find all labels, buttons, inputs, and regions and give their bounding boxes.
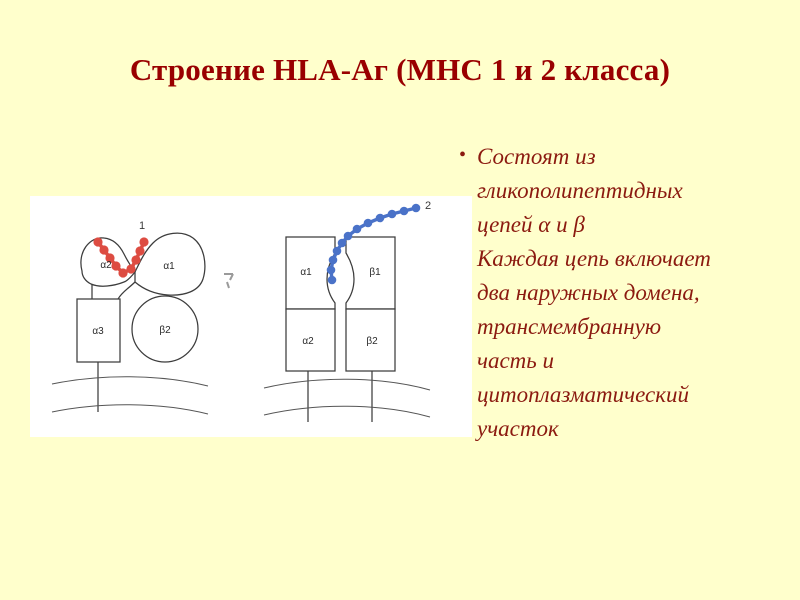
bullet-line: цепей α и β — [477, 212, 585, 237]
class2-beta2-domain-box — [345, 308, 396, 372]
mhc-class-2-group: α1 β1 α2 β2 2 — [263, 200, 431, 422]
class1-number-label: 1 — [139, 220, 145, 232]
alpha1-domain-shape — [134, 232, 206, 296]
class2-alpha1-domain-label: α1 — [300, 267, 312, 278]
alpha3-domain-box — [76, 298, 121, 363]
bullet-line: гликополипептидных — [477, 178, 683, 203]
mhc-class-1-group: α2 α1 α3 β2 1 — [51, 220, 234, 415]
paragraph-line: часть и — [477, 348, 555, 373]
body-paragraph: Каждая цепь включает два наружных домена… — [477, 242, 785, 446]
figure-image-panel: α2 α1 α3 β2 1 — [30, 196, 472, 437]
class1-peptide-chain — [93, 237, 149, 278]
bullet-item: • Состоят из гликополипептидных цепей α … — [455, 140, 785, 242]
paragraph-line: трансмембранную — [477, 314, 662, 339]
paragraph-line: два наружных домена, — [477, 280, 700, 305]
class1-membrane-inner-line — [51, 404, 209, 415]
class2-beta1-domain-box — [345, 236, 396, 310]
paragraph-line: цитоплазматический — [477, 382, 689, 407]
class2-membrane-inner-line — [263, 405, 431, 418]
bullet-line: Состоят из — [477, 144, 596, 169]
class2-membrane-outer-line — [263, 378, 431, 391]
alpha2-domain-label: α2 — [100, 260, 112, 271]
body-text-block: • Состоят из гликополипептидных цепей α … — [455, 140, 785, 446]
bullet-item-text: Состоят из гликополипептидных цепей α и … — [477, 140, 785, 242]
beta2m-domain-label: β2 — [159, 325, 171, 336]
class1-membrane-outer-line — [51, 376, 209, 387]
class2-peptide-chain — [326, 203, 421, 285]
class2-number-label: 2 — [425, 200, 431, 212]
bullet-marker-icon: • — [459, 144, 467, 166]
mhc-structure-diagram: α2 α1 α3 β2 1 — [51, 200, 431, 422]
paragraph-line: участок — [477, 416, 559, 441]
alpha3-domain-label: α3 — [92, 326, 104, 337]
page-title: Строение HLA-Аг (МНС 1 и 2 класса) — [129, 52, 671, 87]
class2-alpha2-domain-label: α2 — [302, 336, 314, 347]
class2-alpha2-domain-box — [285, 308, 336, 372]
class2-beta1-domain-label: β1 — [369, 267, 381, 278]
paragraph-line: Каждая цепь включает — [477, 246, 711, 271]
alpha1-groove-stem — [117, 281, 136, 300]
beta2-microglobulin-circle — [131, 295, 199, 363]
class2-beta2-domain-label: β2 — [366, 336, 378, 347]
alpha1-domain-label: α1 — [163, 261, 175, 272]
stray-ink-mark — [224, 273, 234, 289]
